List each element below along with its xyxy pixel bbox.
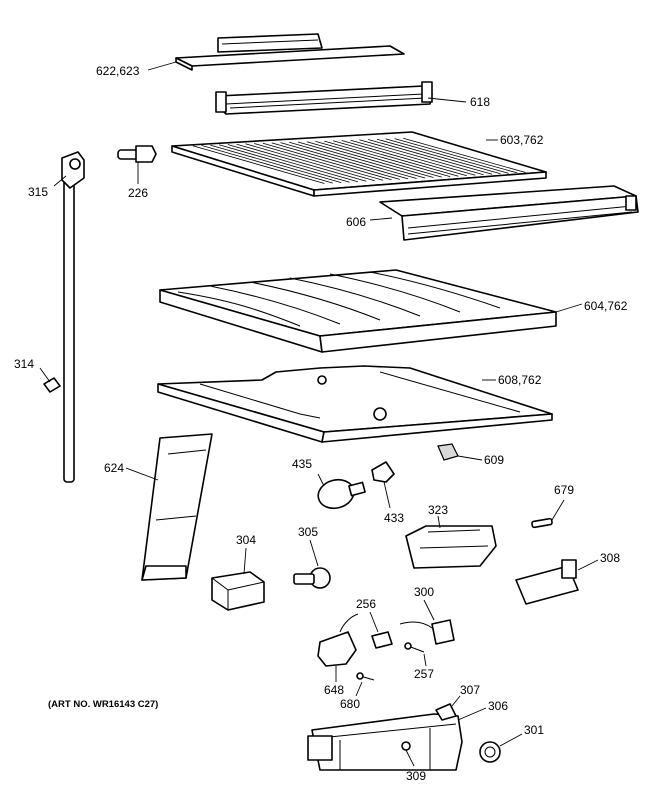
label-435: 435 <box>292 457 312 471</box>
label-618: 618 <box>470 95 490 109</box>
shelf-wire <box>280 142 409 180</box>
shelf-wire <box>218 144 350 183</box>
shelf-wire <box>245 143 375 182</box>
label-323: 323 <box>428 503 448 517</box>
part-622-623-cover <box>175 33 405 71</box>
shelf-wire <box>332 140 459 177</box>
label-315: 315 <box>28 185 48 199</box>
shelf-wire <box>350 139 476 176</box>
label-433: 433 <box>384 511 404 525</box>
shelf-wire <box>236 143 367 182</box>
shelf-wire <box>359 139 484 176</box>
part-314-screw <box>43 377 61 393</box>
shelf-wire <box>394 138 518 174</box>
part-305-knob <box>293 567 331 589</box>
art-number: (ART NO. WR16143 C27) <box>48 699 158 710</box>
label-606: 606 <box>346 215 366 229</box>
label-609: 609 <box>484 453 504 467</box>
part-306-control-box <box>307 713 463 771</box>
label-300: 300 <box>414 585 434 599</box>
shelf-wire <box>271 142 400 180</box>
part-304-block <box>211 571 265 611</box>
label-648: 648 <box>324 683 344 697</box>
part-307-tab <box>435 703 457 721</box>
part-labels: 622,623 618 603,762 226 315 606 604,762 … <box>14 64 628 783</box>
shelf-wire <box>341 140 468 177</box>
shelf-wire <box>262 142 392 181</box>
part-618-light-bar <box>215 81 433 115</box>
label-226: 226 <box>128 186 148 200</box>
label-307: 307 <box>460 683 480 697</box>
shelf-wire <box>297 141 426 179</box>
part-609-clip <box>437 443 459 461</box>
shelf-wire <box>192 145 325 184</box>
part-301-knob <box>479 741 501 763</box>
label-622-623: 622,623 <box>96 64 140 78</box>
shelf-wire <box>289 141 417 179</box>
label-306: 306 <box>488 699 508 713</box>
part-606-drawer <box>379 185 639 241</box>
label-301: 301 <box>524 723 544 737</box>
shelf-wire <box>254 143 384 181</box>
part-679-screw <box>531 517 553 529</box>
label-309: 309 <box>406 769 426 783</box>
shelf-wire <box>376 138 501 175</box>
shelf-wire <box>385 138 509 174</box>
label-679: 679 <box>554 483 574 497</box>
part-624-bracket <box>141 433 213 581</box>
part-315-rod <box>61 151 85 483</box>
part-603-762-wire-shelf <box>171 131 547 197</box>
part-435-bulb <box>317 478 366 510</box>
part-308-bracket <box>515 559 579 605</box>
shelf-wire <box>227 144 359 183</box>
label-304: 304 <box>236 533 256 547</box>
label-680: 680 <box>340 697 360 711</box>
label-314: 314 <box>14 357 34 371</box>
part-608-762-tray <box>157 365 553 443</box>
label-624: 624 <box>104 461 124 475</box>
shelf-wire <box>306 141 434 178</box>
part-323-housing <box>405 525 497 569</box>
label-256: 256 <box>356 597 376 611</box>
part-648-thermostat <box>317 613 359 667</box>
label-608-762: 608,762 <box>498 373 542 387</box>
shelf-wire <box>403 137 526 173</box>
part-226-plug <box>117 145 157 163</box>
shelf-wire <box>315 141 442 178</box>
part-256-clip <box>371 631 393 649</box>
label-257: 257 <box>414 667 434 681</box>
part-433-socket <box>371 461 395 483</box>
label-305: 305 <box>298 525 318 539</box>
shelf-wire <box>201 145 333 184</box>
shelf-wire <box>368 139 493 175</box>
label-308: 308 <box>600 551 620 565</box>
label-603-762: 603,762 <box>500 133 544 147</box>
part-680-screw <box>356 672 375 681</box>
part-257-screw <box>404 642 425 653</box>
part-604-762-tray <box>159 269 557 353</box>
shelf-wire <box>324 140 451 177</box>
part-300-switch <box>399 619 455 645</box>
label-604-762: 604,762 <box>584 299 628 313</box>
leader-lines <box>39 61 599 767</box>
shelf-wire <box>210 144 342 183</box>
